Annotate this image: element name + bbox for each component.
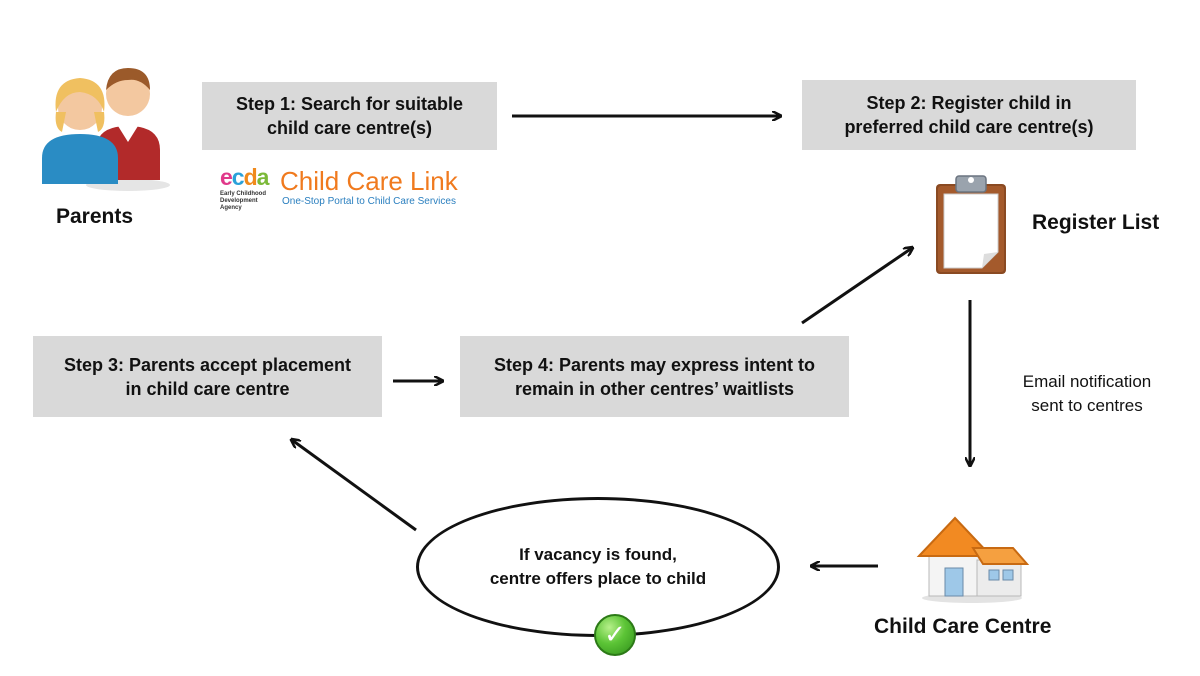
step2-box: Step 2: Register child in preferred chil… [802, 80, 1136, 150]
register-list-label: Register List [1032, 211, 1160, 234]
parents-icon [42, 68, 170, 191]
ecda-subtitle: Early Childhood Development Agency [220, 191, 267, 211]
arrow-vacancy-to-step3 [292, 440, 417, 532]
logo-name: Child Care Link [280, 166, 458, 196]
vacancy-ellipse: If vacancy is found, centre offers place… [416, 497, 780, 637]
step1-box: Step 1: Search for suitable child care c… [202, 82, 497, 150]
step3-box: Step 3: Parents accept placement in chil… [33, 336, 382, 417]
clipboard-icon [936, 175, 1006, 274]
parents-label: Parents [56, 205, 134, 228]
house-icon [916, 516, 1030, 603]
email-notification-note: Email notification sent to centres [1022, 372, 1152, 415]
ecda-logo-mark: ecda [220, 164, 269, 190]
logo-tagline: One-Stop Portal to Child Care Services [282, 196, 456, 207]
arrow-step4-to-register [801, 248, 912, 325]
step4-box: Step 4: Parents may express intent to re… [460, 336, 849, 417]
child-care-link-logo: ecda Early Childhood Development Agency … [220, 164, 470, 212]
child-care-centre-label: Child Care Centre [874, 615, 1052, 638]
checkmark-icon: ✓ [594, 614, 636, 656]
